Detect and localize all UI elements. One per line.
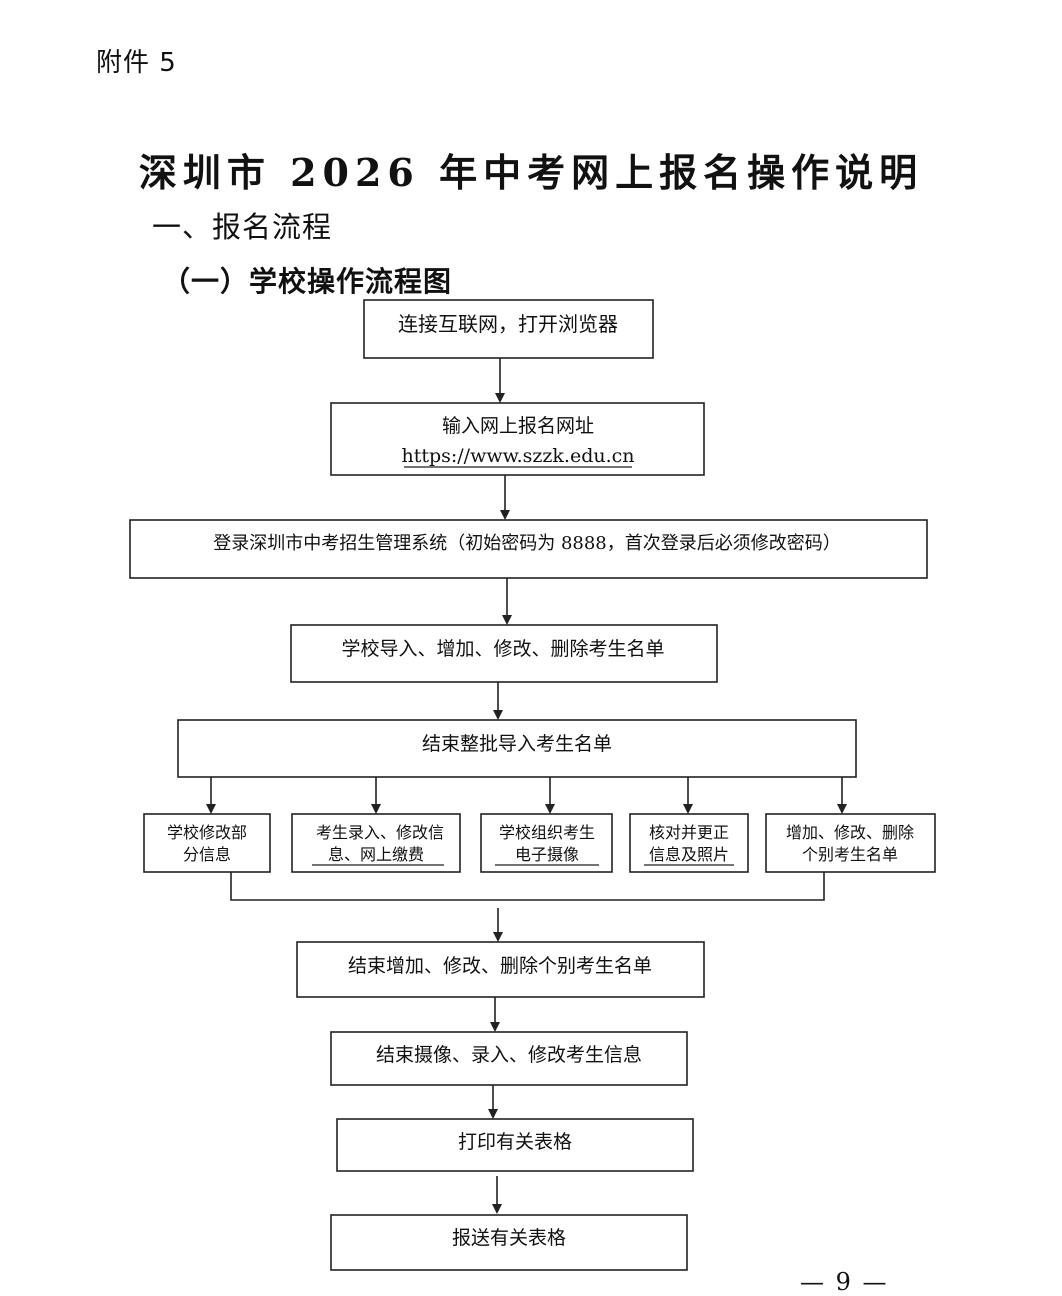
box-import-list: 学校导入、增加、修改、删除考生名单 <box>290 624 718 683</box>
branch3-line1: 学校组织考生 <box>499 823 595 842</box>
box-end-batch-import: 结束整批导入考生名单 <box>177 719 857 778</box>
branch4-line2: 信息及照片 <box>649 845 729 864</box>
box-input-url-text: 输入网上报名网址 <box>442 415 594 437</box>
branch5-line2: 个别考生名单 <box>802 845 898 864</box>
box-login-text: 登录深圳市中考招生管理系统（初始密码为 8888，首次登录后必须修改密码） <box>213 533 841 554</box>
subsection-heading: （一）学校操作流程图 <box>162 265 453 298</box>
box-connect-text: 连接互联网，打开浏览器 <box>398 312 618 336</box>
box-branch-student-entry: 考生录入、修改信 息、网上缴费 <box>291 813 461 873</box>
box-print-text: 打印有关表格 <box>458 1131 572 1153</box>
branch5-line1: 增加、修改、删除 <box>786 823 914 842</box>
box-submit-forms: 报送有关表格 <box>330 1214 688 1271</box>
website-url-text: https://www.szzk.edu.cn <box>401 445 634 467</box>
merge-connector <box>230 872 825 901</box>
section-heading: 一、报名流程 <box>152 210 333 244</box>
box-end-photo-entry: 结束摄像、录入、修改考生信息 <box>330 1031 688 1086</box>
box-print-forms: 打印有关表格 <box>336 1118 694 1172</box>
box-end-photo-text: 结束摄像、录入、修改考生信息 <box>376 1044 642 1066</box>
box-end-individual: 结束增加、修改、删除个别考生名单 <box>296 941 705 998</box>
branch1-line2: 分信息 <box>183 845 231 864</box>
box-end-individual-text: 结束增加、修改、删除个别考生名单 <box>348 955 652 977</box>
attachment-label: 附件 5 <box>96 48 177 78</box>
branch1-line1: 学校修改部 <box>167 823 247 842</box>
box-end-batch-text: 结束整批导入考生名单 <box>422 733 612 755</box>
branch2-line2: 息、网上缴费 <box>328 845 424 864</box>
box-connect-internet: 连接互联网，打开浏览器 <box>363 299 654 359</box>
box-branch-individual: 增加、修改、删除 个别考生名单 <box>765 813 936 873</box>
box-submit-text: 报送有关表格 <box>452 1227 566 1249</box>
box-login-system: 登录深圳市中考招生管理系统（初始密码为 8888，首次登录后必须修改密码） <box>129 519 928 579</box>
document-title: 深圳市 2026 年中考网上报名操作说明 <box>138 150 924 195</box>
box-branch-verify: 核对并更正 信息及照片 <box>629 813 749 873</box>
box-branch-photo: 学校组织考生 电子摄像 <box>480 813 613 873</box>
page-number: — 9 — <box>800 1268 889 1296</box>
branch4-line1: 核对并更正 <box>649 823 729 842</box>
box-branch-school-modify: 学校修改部 分信息 <box>143 813 271 873</box>
box-input-url: 输入网上报名网址 https://www.szzk.edu.cn <box>330 402 705 476</box>
branch3-line2: 电子摄像 <box>515 845 579 864</box>
branch2-line1: 考生录入、修改信 <box>316 823 444 842</box>
box-import-text: 学校导入、增加、修改、删除考生名单 <box>341 638 664 660</box>
